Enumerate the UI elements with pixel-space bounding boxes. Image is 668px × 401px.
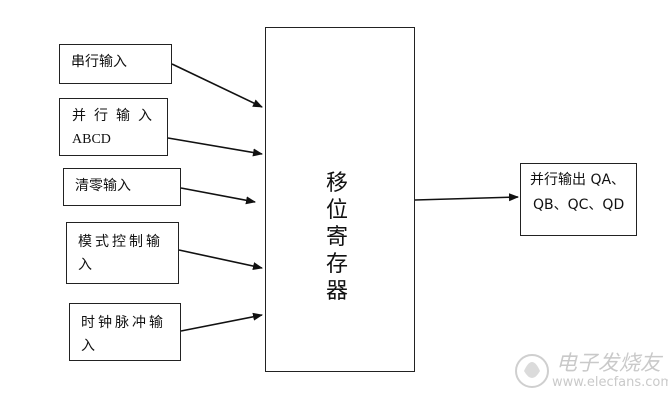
shift-register-char: 寄 <box>325 225 348 250</box>
clear-input-arrow <box>180 187 256 205</box>
clock-pulse-input-arrow <box>180 312 263 332</box>
parallel-output-label-line2: QB、QC、QD <box>533 197 625 213</box>
shift-register-block <box>265 27 415 372</box>
mode-control-input-arrow <box>178 249 263 271</box>
parallel-input-label-line1: 并行输入 <box>72 108 160 124</box>
shift-register-char: 存 <box>325 252 348 277</box>
shift-register-label: 移 位 寄 存 器 <box>322 170 352 305</box>
shift-register-char: 器 <box>325 279 348 304</box>
mode-control-input-box <box>66 222 179 284</box>
watermark-logo-icon <box>515 354 549 388</box>
clear-input-label: 清零输入 <box>75 178 131 194</box>
shift-register-char: 移 <box>325 171 348 196</box>
mode-control-input-label-line1: 模式控制输 <box>78 234 163 250</box>
watermark-url: www.elecfans.com <box>552 375 668 390</box>
parallel-input-label-line2: ABCD <box>72 132 111 147</box>
shift-register-char: 位 <box>325 198 348 223</box>
clock-pulse-input-box <box>69 303 181 361</box>
clock-pulse-input-label-line2: 入 <box>81 338 95 354</box>
serial-input-arrow <box>171 63 263 108</box>
mode-control-input-label-line2: 入 <box>78 257 92 273</box>
parallel-output-label-line1: 并行输出 QA、 <box>530 172 626 188</box>
serial-input-box <box>59 44 172 84</box>
elecfans-watermark: 电子发烧友 www.elecfans.com <box>512 345 668 397</box>
parallel-output-arrow <box>414 193 519 202</box>
clock-pulse-input-label-line1: 时钟脉冲输 <box>81 315 166 331</box>
watermark-text: 电子发烧友 <box>556 351 661 375</box>
clear-input-box <box>63 168 181 206</box>
parallel-output-box <box>520 163 637 236</box>
serial-input-label: 串行输入 <box>71 54 127 70</box>
parallel-input-box <box>59 98 168 156</box>
parallel-input-arrow <box>167 137 263 157</box>
